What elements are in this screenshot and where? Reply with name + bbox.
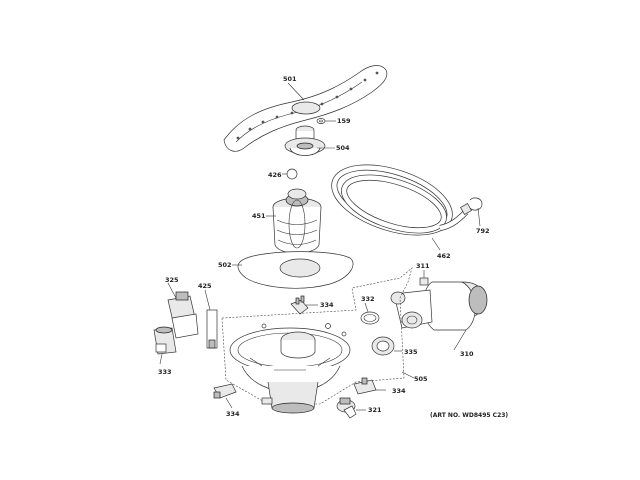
callout-311: 311 (416, 262, 430, 270)
washer-part[interactable] (316, 118, 326, 124)
callout-332: 332 (361, 295, 375, 303)
art-number: (ART NO. WD8495 C23) (430, 412, 508, 419)
fitting-part[interactable] (261, 397, 273, 405)
spray-arm-part[interactable] (223, 65, 388, 152)
pump-clamp-part[interactable] (360, 311, 380, 325)
bracket-part[interactable] (419, 277, 429, 286)
callout-426: 426 (268, 171, 282, 179)
callout-334-top: 334 (320, 301, 334, 309)
clip-part-left[interactable] (213, 383, 237, 399)
hose-clamp-part[interactable] (469, 197, 483, 211)
filter-plate-part[interactable] (237, 251, 354, 289)
callout-462: 462 (437, 252, 451, 260)
callout-333: 333 (158, 368, 172, 376)
diverter-motor-part[interactable] (167, 291, 199, 339)
callout-321: 321 (368, 406, 382, 414)
sump-part[interactable] (229, 323, 351, 414)
callout-310: 310 (460, 350, 474, 358)
callout-325: 325 (165, 276, 179, 284)
filter-assembly-part[interactable] (272, 188, 322, 254)
wash-motor-part[interactable] (153, 326, 177, 355)
callout-501: 501 (283, 75, 297, 83)
pump-motor-part[interactable] (390, 281, 488, 331)
manifold-cap-part[interactable] (284, 125, 326, 156)
callout-159: 159 (337, 117, 351, 125)
callout-504: 504 (336, 144, 350, 152)
callout-334-left: 334 (226, 410, 240, 418)
valve-part[interactable] (336, 397, 357, 419)
pump-seal-part[interactable] (371, 336, 395, 356)
callout-334-right: 334 (392, 387, 406, 395)
callout-502: 502 (218, 261, 232, 269)
callout-505: 505 (414, 375, 428, 383)
callout-792: 792 (476, 227, 490, 235)
leader-lines (159, 82, 481, 411)
drain-hose-part[interactable] (326, 145, 472, 245)
clip-part-top[interactable] (290, 295, 309, 315)
callout-335: 335 (404, 348, 418, 356)
sensor-part[interactable] (206, 309, 218, 349)
ball-part[interactable] (286, 168, 298, 180)
callout-451: 451 (252, 212, 266, 220)
callout-425: 425 (198, 282, 212, 290)
